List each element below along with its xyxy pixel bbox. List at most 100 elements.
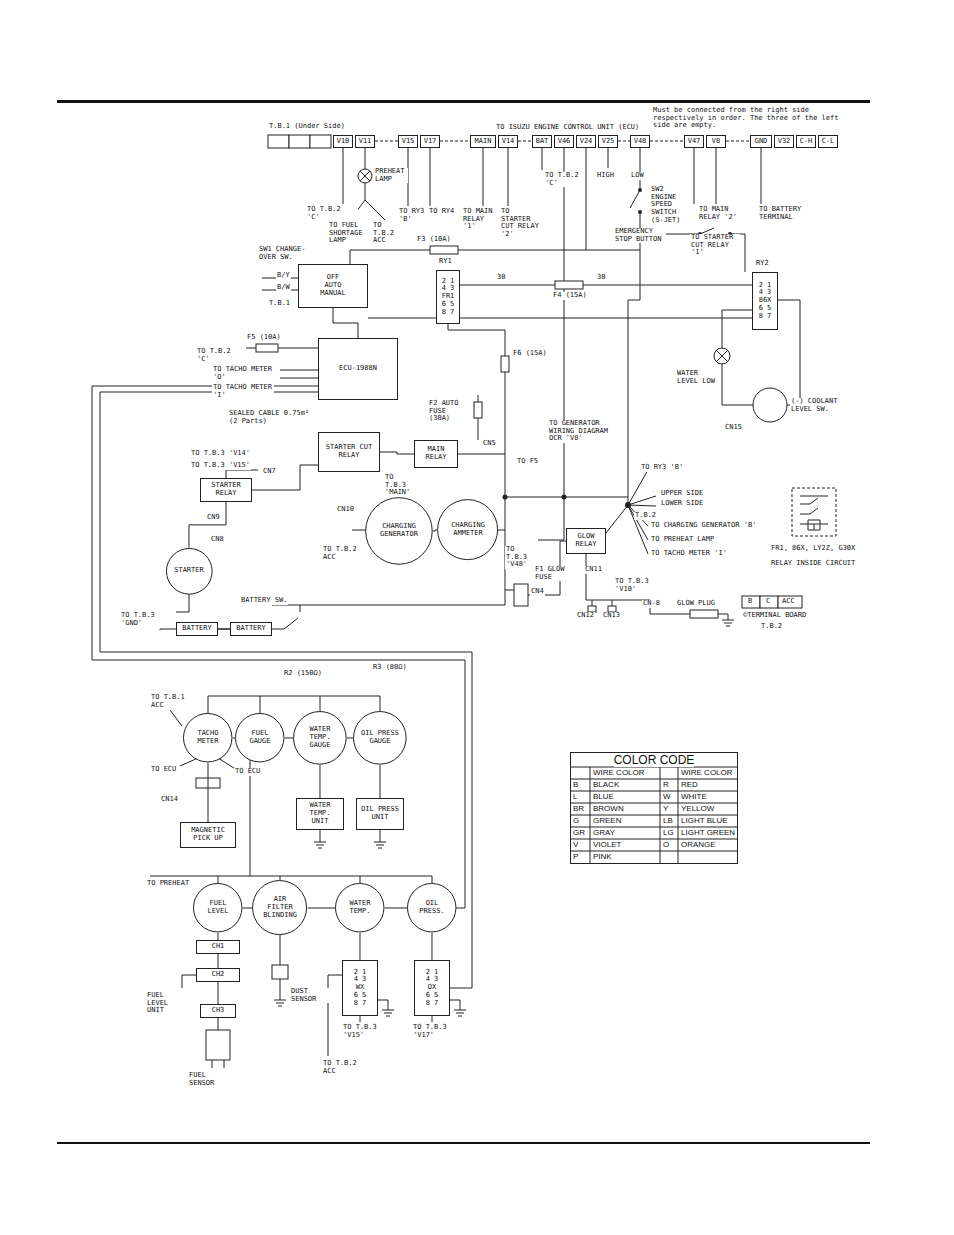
fuse-symbol (430, 246, 458, 254)
wire-label: TO T.B.2 ACC (322, 546, 360, 561)
circle-shape (236, 714, 284, 762)
wire-label: TO T.B.3 'V17' (412, 1024, 458, 1039)
node-text: 8 7 (426, 1000, 439, 1008)
wire-connector (243, 907, 253, 908)
wire-label: 30 (596, 274, 606, 282)
component-box: WATER TEMP. UNIT (296, 798, 344, 830)
wire-label: TO T.B.2 ACC (372, 222, 404, 245)
circle-shape (253, 881, 307, 935)
component-circle: FUEL LEVEL (193, 883, 242, 932)
wire-connector (380, 452, 414, 454)
terminal-cell (742, 596, 760, 608)
circle-shape (366, 498, 433, 565)
node-text: V11 (359, 138, 372, 146)
wire-label: SW2 ENGINE SPEED SWITCH (S-JET) (650, 186, 692, 224)
wire-label: CN13 (602, 612, 621, 620)
header-rule (57, 100, 870, 103)
component-box: V8 (706, 135, 726, 148)
relay-circuit-box (792, 488, 836, 536)
switch-contact (638, 188, 642, 192)
wire-label: LOW (630, 172, 645, 180)
wire-label: TO T.B.1 ACC (150, 694, 192, 709)
wire-connector (431, 933, 432, 960)
wire-connector (319, 765, 320, 798)
component-box: OIL PRESS UNIT (356, 798, 404, 830)
terminal-cell (778, 596, 802, 608)
node-text: 86X (759, 297, 772, 305)
node-text: ECU-1988N (339, 365, 377, 373)
wire-label: B/W (276, 284, 291, 292)
wire-label: TO F5 (516, 458, 539, 466)
component-box: 2 14 3FR16 58 7 (436, 270, 460, 324)
component-box: V46 (554, 135, 574, 148)
table-cell: LG (663, 829, 674, 838)
component-box: V24 (576, 135, 596, 148)
node-text: BAT (536, 138, 549, 146)
component-box: GND (750, 135, 772, 148)
wire-label: CN11 (584, 566, 603, 574)
table-cell: RED (681, 781, 698, 790)
component-box: 2 14 3OX6 58 7 (414, 960, 450, 1016)
table-grid (570, 767, 738, 864)
node-text: WX (356, 984, 364, 992)
component-circle: WATER TEMP. GAUGE (293, 711, 347, 765)
wire-label: FUEL LEVEL UNIT (146, 992, 186, 1015)
connector-symbol (514, 584, 528, 606)
wire-connector (218, 954, 219, 968)
wire-label: F2 AUTO FUSE (30A) (428, 400, 470, 423)
wire-label: TO PREHEAT LAMP (650, 536, 715, 544)
table-cell: WIRE COLOR (681, 769, 733, 778)
table-cell: LB (663, 817, 673, 826)
wire-connector (208, 763, 209, 822)
wire-label: TO BATTERY TERMINAL (758, 206, 808, 221)
wire-label: CN4 (530, 588, 545, 596)
node-text: BATTERY (182, 625, 212, 633)
table-cell: Y (663, 805, 668, 814)
component-box: BATTERY (176, 622, 218, 636)
node-text: TACHO METER (190, 730, 226, 745)
component-box: BATTERY (230, 622, 272, 636)
wire-label: Must be connected from the right side re… (652, 107, 844, 130)
circle-shape (336, 884, 384, 932)
wire-label: CN5 (482, 440, 497, 448)
node-text: FUEL LEVEL (200, 900, 236, 915)
wire-label: TO T.B.3 'V14' (190, 450, 251, 458)
junction-dot (562, 495, 567, 500)
component-box: V10 (333, 135, 353, 148)
wire-label: B/Y (276, 272, 291, 280)
component-box: C-H (796, 135, 816, 148)
fuse-symbol (501, 356, 509, 372)
node-text: AUTO (325, 282, 342, 290)
node-text: V46 (558, 138, 571, 146)
wire-label: TO MAIN RELAY '1' (462, 208, 500, 231)
node-text: 2 1 (426, 969, 439, 977)
node-text: WATER TEMP. (342, 900, 378, 915)
wire-label: FUEL SENSOR (188, 1072, 234, 1087)
wire-label: T.B.2 (634, 512, 657, 520)
table-cell: R (663, 781, 669, 790)
wire-label: C (765, 598, 771, 606)
wire-label: TO T.B.3 'V10' (614, 578, 650, 593)
wire-label: TO ISUZU ENGINE CONTROL UNIT (ECU) (495, 124, 640, 132)
circle-shape (438, 500, 498, 560)
node-text: BATTERY (236, 625, 266, 633)
component-box: CH2 (196, 968, 240, 982)
component-box: GLOW RELAY (566, 528, 606, 554)
wire-label: F1 GLOW FUSE (534, 566, 580, 581)
wire-connector (347, 737, 353, 738)
wire-label: TO RY3 'B' (640, 464, 684, 472)
terminal-cell (310, 135, 331, 148)
component-circle: AIR FILTER BLINDING (252, 880, 307, 935)
wire-label: ACC (781, 598, 796, 606)
ground-symbol (274, 620, 734, 1016)
node-text: OIL PRESS. (414, 900, 450, 915)
component-box: C-L (818, 135, 838, 148)
node-text: MAGNETIC PICK UP (183, 827, 233, 842)
wire-label: RELAY INSIDE CIRCUIT (770, 560, 856, 568)
wire-label: SW1 CHANGE-OVER SW. (258, 246, 316, 261)
wire-label: TO RY4 (428, 208, 455, 216)
node-text: 6 5 (442, 301, 455, 309)
node-text: 4 3 (442, 285, 455, 293)
table-cell: BLACK (593, 781, 619, 790)
table-cell: V (573, 841, 578, 850)
